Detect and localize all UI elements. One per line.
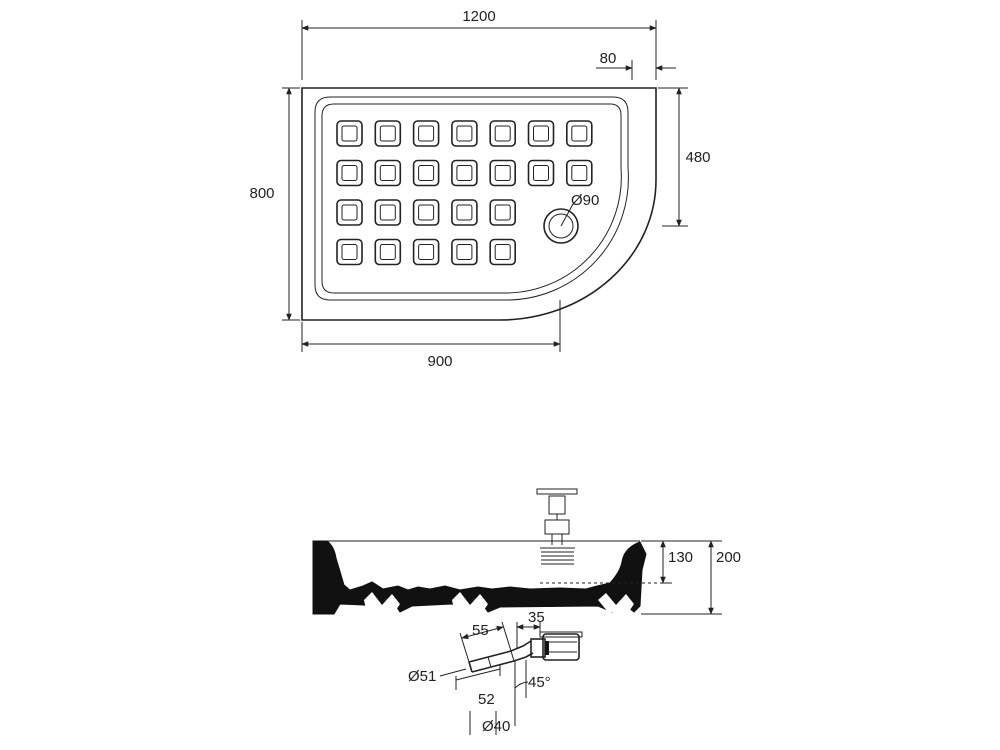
- dim-label-130: 130: [668, 549, 693, 566]
- drain-cap: [536, 488, 578, 495]
- dim-label-900: 900: [427, 353, 452, 370]
- anti-slip-square-inner: [571, 165, 588, 181]
- waste-trap-rim: [539, 631, 583, 638]
- anti-slip-square: [336, 199, 363, 226]
- anti-slip-square: [336, 120, 363, 147]
- anti-slip-square: [374, 159, 402, 187]
- anti-slip-square: [336, 238, 363, 266]
- anti-slip-square-inner: [341, 204, 358, 221]
- dim-line-52: [455, 668, 501, 681]
- anti-slip-square: [527, 120, 555, 147]
- angle-arc: [514, 681, 529, 689]
- anti-slip-square: [374, 120, 402, 147]
- drain-hole: [548, 213, 574, 239]
- dim-label-52: 52: [478, 691, 495, 708]
- anti-slip-square-inner: [571, 125, 588, 142]
- anti-slip-square-inner: [341, 165, 358, 181]
- anti-slip-square-inner: [533, 165, 549, 181]
- anti-slip-square-inner: [418, 204, 435, 221]
- anti-slip-square: [451, 159, 478, 187]
- dim-label-angle: 45°: [528, 674, 551, 691]
- anti-slip-square-inner: [418, 125, 435, 142]
- dim-label-200: 200: [716, 549, 741, 566]
- anti-slip-square-inner: [456, 244, 473, 260]
- dim-label-80: 80: [600, 50, 617, 67]
- drain-flange: [543, 598, 577, 602]
- dim-label-d40: Ø40: [482, 718, 510, 735]
- dim-label-d51: Ø51: [408, 668, 436, 685]
- drain-leader: [560, 203, 574, 227]
- dim-label-35: 35: [528, 609, 545, 626]
- drain-stem: [548, 495, 566, 515]
- anti-slip-square: [374, 199, 402, 226]
- tray-basin-inner-rim: [321, 103, 622, 294]
- anti-slip-square-inner: [494, 244, 511, 260]
- tray-underside-recess-1: [364, 592, 400, 612]
- tray-basin: [314, 96, 629, 301]
- anti-slip-square-inner: [341, 125, 358, 142]
- drain-body: [544, 519, 570, 535]
- anti-slip-square: [489, 120, 517, 147]
- anti-slip-square-inner: [379, 244, 396, 260]
- tray-underside-recess-2: [452, 592, 488, 612]
- anti-slip-square-inner: [418, 165, 435, 181]
- anti-slip-square: [527, 159, 555, 187]
- tray-section-body: [312, 540, 647, 615]
- anti-slip-square: [336, 159, 363, 187]
- anti-slip-square-inner: [379, 204, 396, 221]
- anti-slip-square: [489, 199, 517, 226]
- anti-slip-square: [451, 199, 478, 226]
- anti-slip-square-inner: [456, 125, 473, 142]
- anti-slip-square: [412, 238, 440, 266]
- anti-slip-square-inner: [533, 125, 549, 142]
- tray-underside-recess-3: [598, 593, 634, 612]
- dim-label-55: 55: [472, 622, 489, 639]
- dim-line-55: [461, 625, 504, 640]
- anti-slip-square: [374, 238, 402, 266]
- waste-trap-body: [542, 633, 580, 661]
- anti-slip-square: [412, 159, 440, 187]
- waste-pipe: [468, 640, 534, 673]
- plan-view: Ø90 1200 80 800 480 900: [249, 8, 710, 370]
- anti-slip-square-inner: [379, 165, 396, 181]
- waste-fitting-detail: 55 35 Ø51 52 45° Ø40: [408, 609, 583, 735]
- dim-label-480: 480: [685, 149, 710, 166]
- anti-slip-square-inner: [418, 244, 435, 260]
- anti-slip-square: [451, 120, 478, 147]
- anti-slip-square-inner: [456, 204, 473, 221]
- section-view: 130 200: [312, 488, 741, 615]
- anti-slip-square: [565, 120, 593, 147]
- dim-label-1200: 1200: [462, 8, 495, 25]
- anti-slip-square-inner: [494, 165, 511, 181]
- anti-slip-square: [412, 120, 440, 147]
- anti-slip-square-inner: [379, 125, 396, 142]
- anti-slip-square: [489, 159, 517, 187]
- dim-label-800: 800: [249, 185, 274, 202]
- drain-outer-ring: [543, 208, 579, 244]
- anti-slip-square: [451, 238, 478, 266]
- anti-slip-square-inner: [341, 244, 358, 260]
- anti-slip-square: [565, 159, 593, 187]
- anti-slip-square: [412, 199, 440, 226]
- anti-slip-square-inner: [494, 125, 511, 142]
- drain-diameter-label: Ø90: [571, 192, 599, 209]
- anti-slip-square-inner: [456, 165, 473, 181]
- drain-assembly: [536, 488, 578, 602]
- tray-outline: [301, 87, 657, 321]
- anti-slip-square: [489, 238, 517, 266]
- anti-slip-grid: [336, 120, 593, 266]
- anti-slip-square-inner: [494, 204, 511, 221]
